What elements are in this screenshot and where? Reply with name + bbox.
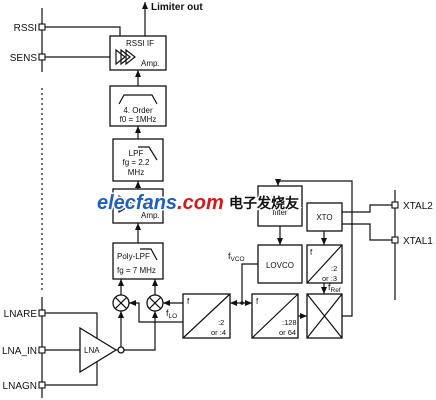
mixer-q-icon (146, 294, 164, 312)
watermark-domain: .com (177, 192, 224, 214)
watermark-brand: elecfans (97, 192, 177, 214)
wire-lnare (45, 312, 98, 338)
wire-xto-to-xtal1 (342, 223, 392, 241)
pin-label-lnagn: LNAGN (3, 381, 37, 392)
loop-filter-line1: Loop (271, 194, 289, 203)
bandpass-icon (118, 94, 158, 105)
vco-block (257, 244, 303, 284)
pin-xtal1 (391, 236, 399, 244)
vco-name: LOVCO (266, 261, 294, 270)
xto-name: XTO (316, 213, 332, 222)
feedback-divider-alt-ratio: or 64 (279, 328, 296, 337)
lpf-cutoff: fg = 2.2 (123, 158, 150, 167)
wire-phase-detector-to-loop-filter (275, 179, 353, 317)
lowpass-icon (138, 146, 158, 161)
pin-label-xtal2: XTAL2 (403, 201, 433, 212)
rssi-if-amp-subtitle: Amp. (141, 59, 160, 68)
wire-lo-to-mixer-i (129, 300, 183, 323)
wire-lnagn (45, 362, 98, 386)
limiter-out-label: Limiter out (151, 2, 203, 13)
xto-block (306, 202, 343, 232)
pin-label-xtal1: XTAL1 (403, 236, 433, 247)
amplifier-stage-icon-3 (125, 48, 136, 66)
loop-filter-block (257, 185, 303, 227)
lna-amplifier (79, 326, 118, 374)
poly-lpf-cutoff: fg = 7 MHz (117, 266, 156, 275)
f-lo-symbol: f (166, 308, 169, 318)
wire-rf-to-mixer-q (124, 311, 158, 351)
rssi-if-amp-title: RSSI IF (126, 39, 154, 48)
lpf-name: LPF (129, 149, 144, 158)
pin-lnare (38, 309, 46, 317)
wire-vco-out (241, 263, 258, 303)
f-lo-subscript: LO (169, 313, 178, 320)
lo-divider-input: f (187, 297, 190, 306)
watermark-latin: elecfans.com (97, 192, 224, 214)
loop-filter-line2: filter (272, 208, 287, 217)
pin-label-sens: SENS (10, 53, 38, 64)
pin-label-lna-in: LNA_IN (2, 346, 37, 357)
pin-lna-in (38, 346, 46, 354)
poly-lpf-name: Poly-LPF (117, 252, 150, 261)
pin-sens (38, 53, 46, 61)
signal-label-f-lo: fLO (166, 308, 177, 320)
lo-divider-alt-ratio: or :4 (211, 328, 226, 337)
pin-label-rssi: RSSI (14, 23, 37, 34)
wire-xto-to-xtal2 (342, 204, 392, 213)
ref-divider-diagonal (306, 244, 343, 284)
wire-rssi (45, 26, 121, 36)
signal-label-f-vco: fVCO (228, 251, 245, 263)
f-ref-symbol: f (328, 282, 331, 292)
f-vco-subscript: VCO (231, 256, 245, 263)
feedback-divider-diagonal (251, 293, 299, 339)
amp-name: Amp. (141, 211, 160, 220)
pin-lnagn (38, 381, 46, 389)
f-ref-subscript: Ref (331, 287, 341, 294)
lpf-unit: MHz (128, 168, 144, 177)
feedback-divider-input: f (256, 297, 259, 306)
amplifier-icon (118, 194, 135, 214)
ref-divider-input: f (310, 248, 313, 257)
pin-xtal2 (391, 201, 399, 209)
lna-name: LNA (84, 346, 100, 355)
lo-divider-ratio: :2 (218, 318, 224, 327)
lo-divider-diagonal (182, 293, 231, 339)
rf-split-node (117, 346, 125, 354)
ref-divider-ratio: :2 (331, 264, 337, 273)
vco-junction-dot (240, 301, 244, 305)
feedback-divider-ratio: :128 (282, 318, 297, 327)
pin-rssi (38, 23, 46, 31)
bandpass-order: 4. Order (123, 106, 153, 115)
f-vco-symbol: f (228, 251, 231, 261)
phase-detector-block (306, 293, 343, 339)
bandpass-filter-block (109, 85, 167, 127)
mixer-i-icon (112, 294, 130, 312)
poly-lowpass-icon (140, 248, 158, 261)
poly-lpf-block (112, 242, 164, 280)
bandpass-center-frequency: f0 = 1MHz (120, 115, 157, 124)
watermark-chinese: 电子发烧友 (229, 195, 299, 211)
ref-divider-alt-ratio: or :3 (322, 274, 337, 283)
watermark: elecfans.com 电子发烧友 (96, 191, 301, 216)
signal-label-f-ref: fRef (328, 282, 341, 294)
pin-label-lnare: LNARE (4, 309, 38, 320)
